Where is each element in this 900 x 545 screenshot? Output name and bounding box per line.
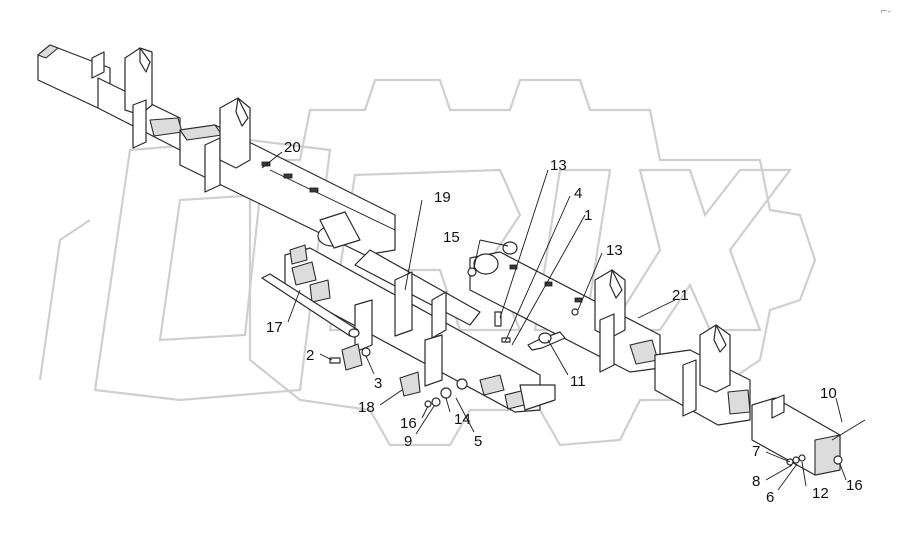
left-beam-section: [37, 44, 183, 151]
callout-15: 15: [443, 229, 460, 246]
hardware: [329, 241, 579, 408]
callout-13: 13: [550, 157, 567, 174]
end-extension: [751, 394, 866, 476]
callout-9: 9: [404, 433, 412, 450]
callout-1: 1: [584, 207, 592, 224]
callout-6: 6: [766, 489, 774, 506]
right-beam-section: [654, 324, 751, 426]
pin-17: [261, 273, 360, 338]
callout-5: 5: [474, 433, 482, 450]
callout-4: 4: [574, 185, 582, 202]
callout-7: 7: [752, 443, 760, 460]
watermark-gear: [248, 78, 817, 447]
callout-20: 20: [284, 139, 301, 156]
corner-mark: ⌐-: [880, 7, 891, 17]
callout-11: 11: [570, 373, 586, 390]
callout-16: 16: [400, 415, 417, 432]
callout-labels: 20 13 4 19 1 15 13 21 17 2 3 11 18 16 14…: [266, 139, 863, 506]
callout-2: 2: [306, 347, 314, 364]
callout-21: 21: [672, 287, 689, 304]
callout-8: 8: [752, 473, 760, 490]
leader-lines: [261, 151, 847, 491]
callout-16-second: 16: [846, 477, 863, 494]
callout-14: 14: [454, 411, 471, 428]
main-beam-20: [179, 97, 396, 256]
callout-18: 18: [358, 399, 375, 416]
callout-13-second: 13: [606, 242, 623, 259]
callout-12: 12: [812, 485, 829, 502]
callout-3: 3: [374, 375, 382, 392]
callout-19: 19: [434, 189, 451, 206]
watermark-logo: [38, 138, 793, 402]
callout-17: 17: [266, 319, 283, 336]
callout-10: 10: [820, 385, 837, 402]
sub-frame-19: [284, 244, 556, 413]
main-beam-21: [469, 251, 661, 373]
